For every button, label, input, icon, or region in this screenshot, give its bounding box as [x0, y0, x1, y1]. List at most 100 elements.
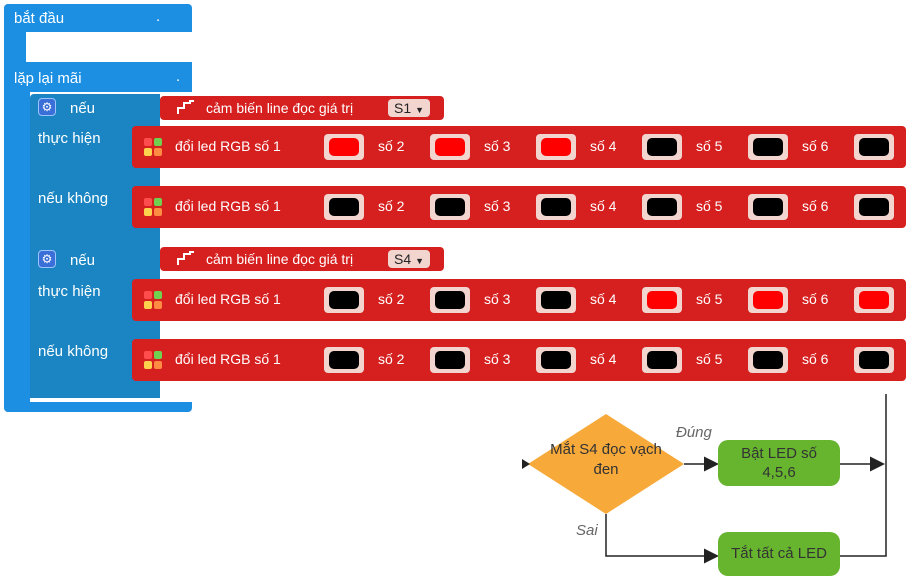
led-color-swatch	[647, 198, 677, 216]
led-color-swatch	[435, 198, 465, 216]
led-number-label: số 4	[590, 198, 617, 214]
led-color-picker[interactable]	[642, 194, 682, 220]
line-sensor-icon	[177, 251, 194, 265]
rgb-led-icon	[144, 138, 162, 156]
false-label: Sai	[576, 522, 598, 539]
led-color-picker[interactable]	[748, 287, 788, 313]
led-color-swatch	[435, 138, 465, 156]
sensor-label-2: cảm biến line đọc giá trị	[206, 251, 354, 267]
led-color-picker[interactable]	[642, 347, 682, 373]
led-number-label: số 3	[484, 138, 511, 154]
loop-dot: .	[176, 68, 181, 85]
led-color-swatch	[541, 291, 571, 309]
led-color-picker[interactable]	[854, 134, 894, 160]
led-label: đổi led RGB số 1	[175, 198, 281, 214]
led-color-picker[interactable]	[430, 287, 470, 313]
led-color-picker[interactable]	[324, 134, 364, 160]
led-number-label: số 5	[696, 198, 723, 214]
loop-arm	[4, 92, 30, 402]
led-color-picker[interactable]	[854, 287, 894, 313]
then-label-2: thực hiện	[38, 283, 101, 300]
led-number-label: số 4	[590, 351, 617, 367]
led-number-label: số 5	[696, 138, 723, 154]
led-color-picker[interactable]	[748, 194, 788, 220]
decision-text: Mắt S4 đọc vạch đen	[550, 441, 662, 478]
led-color-swatch	[859, 351, 889, 369]
led-number-label: số 6	[802, 138, 829, 154]
loop-bottom	[4, 402, 192, 412]
led-color-picker[interactable]	[854, 194, 894, 220]
gear-icon[interactable]: ⚙	[38, 250, 56, 268]
led-color-swatch	[435, 351, 465, 369]
led-color-swatch	[647, 138, 677, 156]
sensor-dropdown-1[interactable]: S1▼	[388, 99, 431, 117]
led-color-picker[interactable]	[642, 134, 682, 160]
led-color-picker[interactable]	[536, 287, 576, 313]
led-color-picker[interactable]	[536, 347, 576, 373]
rgb-led-icon	[144, 198, 162, 216]
led-color-swatch	[753, 198, 783, 216]
led-color-swatch	[753, 351, 783, 369]
led-number-label: số 2	[378, 291, 405, 307]
led-color-picker[interactable]	[536, 134, 576, 160]
arrow-false	[605, 514, 719, 564]
start-block-arm	[4, 32, 26, 62]
sensor-value-2: S4	[394, 251, 412, 267]
led-color-picker[interactable]	[324, 347, 364, 373]
loop-label: lặp lại mãi	[14, 70, 82, 87]
rgb-led-icon	[144, 351, 162, 369]
led-color-picker[interactable]	[324, 194, 364, 220]
led-number-label: số 2	[378, 198, 405, 214]
led-number-label: số 6	[802, 291, 829, 307]
led-label: đổi led RGB số 1	[175, 291, 281, 307]
led-color-swatch	[647, 351, 677, 369]
true-label: Đúng	[676, 424, 712, 441]
start-block[interactable]	[4, 4, 192, 32]
led-number-label: số 3	[484, 351, 511, 367]
led-color-picker[interactable]	[430, 134, 470, 160]
led-number-label: số 2	[378, 351, 405, 367]
led-color-swatch	[541, 351, 571, 369]
led-color-picker[interactable]	[430, 194, 470, 220]
led-number-label: số 6	[802, 351, 829, 367]
dropdown-arrow-icon: ▼	[415, 256, 425, 266]
led-color-swatch	[329, 291, 359, 309]
led-label: đổi led RGB số 1	[175, 138, 281, 154]
led-number-label: số 3	[484, 198, 511, 214]
led-number-label: số 5	[696, 351, 723, 367]
else-label-2: nếu không	[38, 343, 109, 360]
led-color-swatch	[647, 291, 677, 309]
if-block-2-bottom	[30, 390, 160, 398]
action-off-text: Tắt tất cả LED	[731, 545, 827, 562]
start-block-bottom	[4, 62, 192, 66]
led-color-swatch	[541, 138, 571, 156]
led-color-swatch	[329, 198, 359, 216]
led-color-picker[interactable]	[748, 347, 788, 373]
start-dot: .	[156, 8, 161, 25]
led-color-swatch	[753, 138, 783, 156]
led-color-picker[interactable]	[748, 134, 788, 160]
led-color-swatch	[859, 138, 889, 156]
sensor-dropdown-2[interactable]: S4▼	[388, 250, 431, 268]
led-number-label: số 2	[378, 138, 405, 154]
loop-block[interactable]	[4, 66, 192, 92]
gear-icon[interactable]: ⚙	[38, 98, 56, 116]
led-color-picker[interactable]	[642, 287, 682, 313]
line-sensor-icon	[177, 100, 194, 114]
led-color-swatch	[859, 291, 889, 309]
led-color-picker[interactable]	[854, 347, 894, 373]
rgb-led-icon	[144, 291, 162, 309]
sensor-label-1: cảm biến line đọc giá trị	[206, 100, 354, 116]
start-label: bắt đầu	[14, 10, 65, 27]
led-color-swatch	[329, 351, 359, 369]
led-number-label: số 5	[696, 291, 723, 307]
led-number-label: số 3	[484, 291, 511, 307]
led-color-picker[interactable]	[324, 287, 364, 313]
if-label-1: nếu	[70, 100, 96, 117]
led-color-picker[interactable]	[536, 194, 576, 220]
led-color-swatch	[435, 291, 465, 309]
dropdown-arrow-icon: ▼	[415, 105, 425, 115]
led-color-picker[interactable]	[430, 347, 470, 373]
line-merge-false	[840, 394, 887, 557]
led-number-label: số 6	[802, 198, 829, 214]
